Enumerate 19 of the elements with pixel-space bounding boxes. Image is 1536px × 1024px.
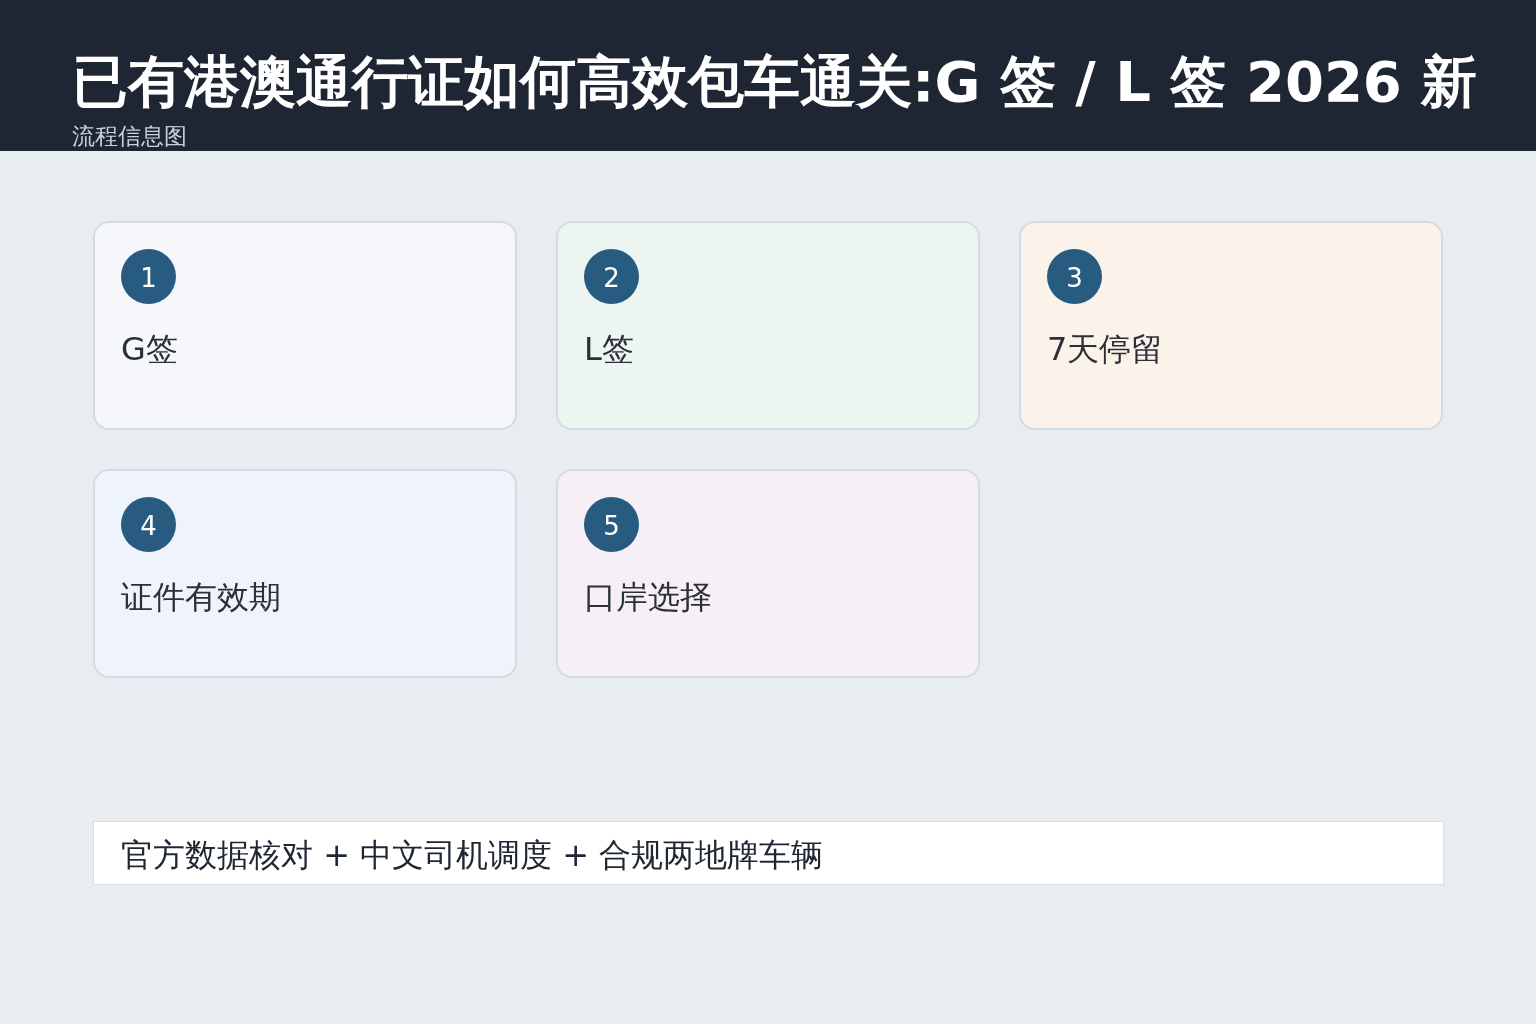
step-card [1019, 221, 1443, 430]
step-card [93, 221, 517, 430]
title: 已有港澳通行证如何高效包车通关:G 签 / L 签 2026 新 [72, 48, 1478, 116]
step-label: L签 [584, 329, 634, 369]
step-label: 7天停留 [1047, 329, 1164, 369]
number-badge: 1 [121, 249, 176, 304]
number-badge: 2 [584, 249, 639, 304]
step-label: 证件有效期 [121, 577, 281, 617]
subtitle: 流程信息图 [72, 123, 187, 150]
step-label: G签 [121, 329, 178, 369]
number-badge: 4 [121, 497, 176, 552]
summary-bar [93, 821, 1444, 885]
number-badge: 5 [584, 497, 639, 552]
number-badge: 3 [1047, 249, 1102, 304]
summary-text: 官方数据核对 + 中文司机调度 + 合规两地牌车辆 [121, 835, 824, 875]
step-card [556, 221, 980, 430]
step-label: 口岸选择 [584, 577, 712, 617]
step-card [556, 469, 980, 678]
step-card [93, 469, 517, 678]
